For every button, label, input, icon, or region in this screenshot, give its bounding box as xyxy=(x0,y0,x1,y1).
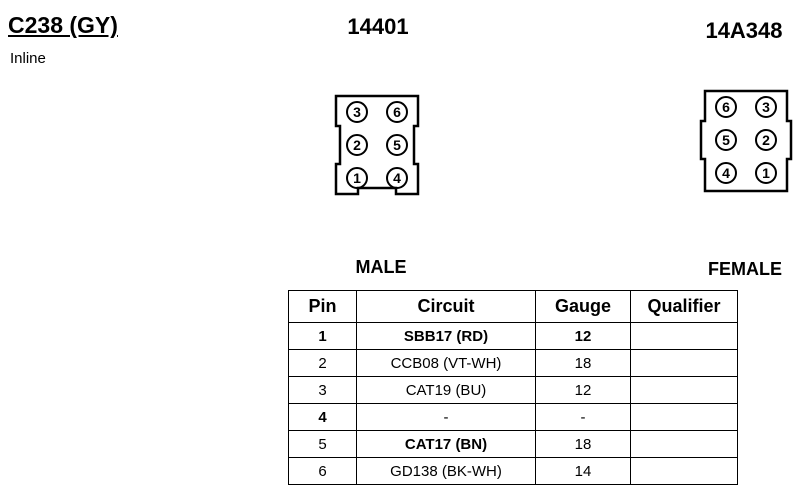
circuit-cell: SBB17 (RD) xyxy=(356,322,536,350)
pin-circle xyxy=(755,96,777,118)
pin-circle xyxy=(386,167,408,189)
pin-number-label: 5 xyxy=(393,137,401,153)
pin-circle xyxy=(715,129,737,151)
male-pin-group: 3 6 2 5 1 4 xyxy=(346,101,408,189)
pin-number-label: 2 xyxy=(353,137,361,153)
header-circuit: Circuit xyxy=(356,290,536,323)
gauge-cell: 14 xyxy=(535,457,631,485)
female-label: FEMALE xyxy=(708,259,782,279)
table-row: 4 - - xyxy=(288,403,738,431)
header-gauge: Gauge xyxy=(535,290,631,323)
pin-table: Pin Circuit Gauge Qualifier 1 SBB17 (RD)… xyxy=(288,290,738,485)
female-part-number: 14A348 xyxy=(705,18,783,43)
table-row: 5 CAT17 (BN) 18 xyxy=(288,430,738,458)
connector-type: Inline xyxy=(10,50,46,67)
pin-circle xyxy=(715,96,737,118)
qualifier-cell xyxy=(630,457,738,485)
pin-circle xyxy=(755,129,777,151)
pin-cell: 4 xyxy=(288,403,357,431)
pin-cell: 6 xyxy=(288,457,357,485)
pin-circle xyxy=(755,162,777,184)
female-connector-diagram: 6 3 5 2 4 1 xyxy=(699,89,793,193)
header-qualifier: Qualifier xyxy=(630,290,738,323)
pin-number-label: 4 xyxy=(393,170,401,186)
female-pin-group: 6 3 5 2 4 1 xyxy=(715,96,777,184)
qualifier-cell xyxy=(630,403,738,431)
pin-number-label: 3 xyxy=(353,104,361,120)
circuit-cell: CAT17 (BN) xyxy=(356,430,536,458)
pin-circle xyxy=(715,162,737,184)
pin-table-header-row: Pin Circuit Gauge Qualifier xyxy=(288,290,738,323)
female-connector-outline xyxy=(699,89,793,193)
qualifier-cell xyxy=(630,322,738,350)
pin-number-label: 1 xyxy=(762,165,770,181)
qualifier-cell xyxy=(630,430,738,458)
gauge-cell: 12 xyxy=(535,322,631,350)
header-pin: Pin xyxy=(288,290,357,323)
gauge-cell: - xyxy=(535,403,631,431)
table-row: 6 GD138 (BK-WH) 14 xyxy=(288,457,738,485)
male-connector-outline xyxy=(334,94,420,196)
table-row: 3 CAT19 (BU) 12 xyxy=(288,376,738,404)
qualifier-cell xyxy=(630,349,738,377)
qualifier-cell xyxy=(630,376,738,404)
circuit-cell: GD138 (BK-WH) xyxy=(356,457,536,485)
pin-cell: 1 xyxy=(288,322,357,350)
gauge-cell: 18 xyxy=(535,430,631,458)
circuit-cell: CCB08 (VT-WH) xyxy=(356,349,536,377)
gauge-cell: 18 xyxy=(535,349,631,377)
male-part-number: 14401 xyxy=(347,14,409,39)
pin-number-label: 2 xyxy=(762,132,770,148)
pin-number-label: 5 xyxy=(722,132,730,148)
pin-number-label: 6 xyxy=(393,104,401,120)
pin-circle xyxy=(346,167,368,189)
pin-number-label: 6 xyxy=(722,99,730,115)
pin-circle xyxy=(386,134,408,156)
pin-number-label: 3 xyxy=(762,99,770,115)
circuit-cell: - xyxy=(356,403,536,431)
pin-circle xyxy=(386,101,408,123)
male-label: MALE xyxy=(355,257,407,277)
pin-number-label: 1 xyxy=(353,170,361,186)
male-connector-diagram: 3 6 2 5 1 4 xyxy=(334,94,420,196)
table-row: 2 CCB08 (VT-WH) 18 xyxy=(288,349,738,377)
pin-cell: 3 xyxy=(288,376,357,404)
pin-cell: 5 xyxy=(288,430,357,458)
gauge-cell: 12 xyxy=(535,376,631,404)
connector-id: C238 (GY) xyxy=(8,12,118,38)
pin-cell: 2 xyxy=(288,349,357,377)
pin-circle xyxy=(346,101,368,123)
circuit-cell: CAT19 (BU) xyxy=(356,376,536,404)
pin-circle xyxy=(346,134,368,156)
pin-number-label: 4 xyxy=(722,165,730,181)
table-row: 1 SBB17 (RD) 12 xyxy=(288,322,738,350)
